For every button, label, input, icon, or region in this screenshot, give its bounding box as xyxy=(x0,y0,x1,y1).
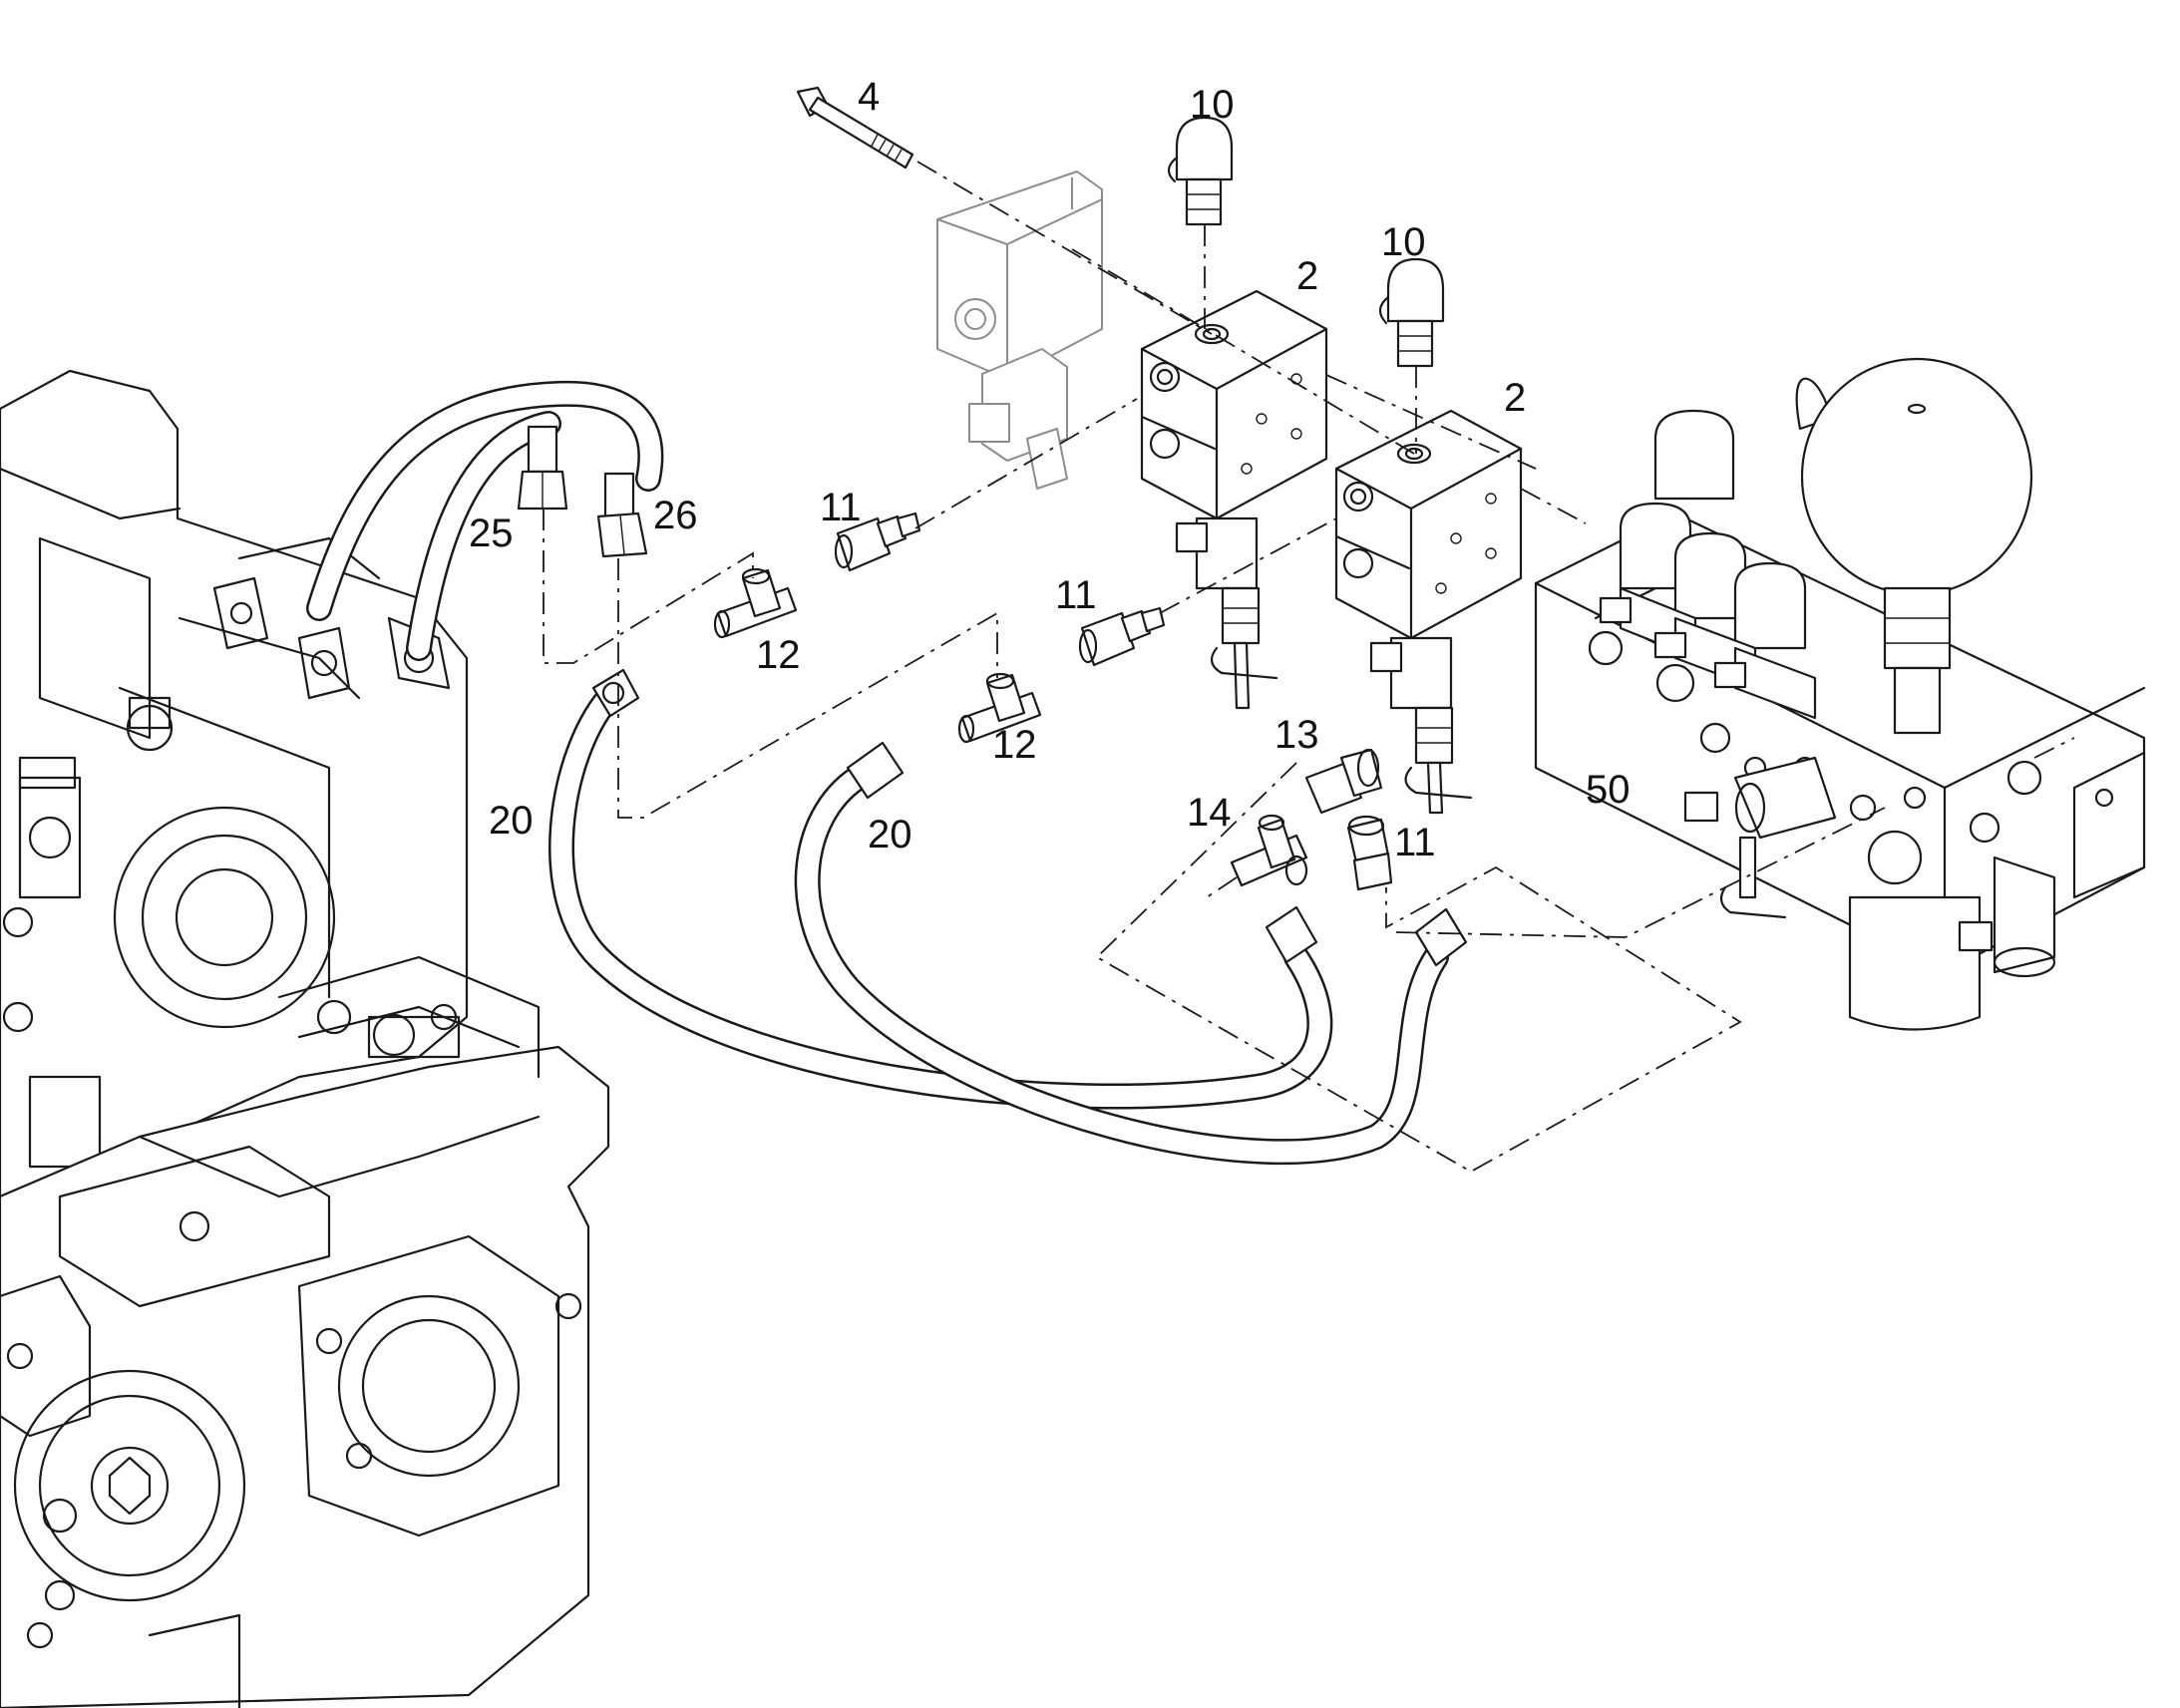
valve-block-2-upper xyxy=(1140,289,1328,710)
callout-labels: 4 10 10 2 2 11 11 11 12 12 13 14 20 20 2… xyxy=(469,75,1631,864)
valve-manifold-50 xyxy=(1534,357,2146,1031)
dashed-leader-lines xyxy=(543,161,1886,1174)
fitting-25 xyxy=(517,425,568,511)
callout-50: 50 xyxy=(1586,768,1631,812)
bolt-4 xyxy=(796,86,914,170)
callout-11-lower: 11 xyxy=(1394,821,1436,864)
callout-2-upper: 2 xyxy=(1296,254,1318,298)
pressure-switch-10-upper xyxy=(1167,116,1234,226)
callout-2-lower: 2 xyxy=(1504,376,1526,420)
callout-12-lower: 12 xyxy=(992,723,1037,767)
callout-4: 4 xyxy=(858,75,880,119)
callout-10-lower: 10 xyxy=(1381,220,1426,264)
valve-block-2-lower xyxy=(1334,409,1523,815)
fitting-26 xyxy=(596,472,648,558)
callout-11-upper: 11 xyxy=(820,486,862,529)
callout-20-right: 20 xyxy=(868,813,912,856)
callout-11-middle: 11 xyxy=(1055,573,1097,617)
callout-14: 14 xyxy=(1187,791,1232,835)
callout-13: 13 xyxy=(1274,713,1319,757)
hose-lines xyxy=(306,380,1468,1166)
ghost-solenoid-valve xyxy=(936,171,1103,490)
callout-10-upper: 10 xyxy=(1190,83,1235,127)
fitting-13 xyxy=(1304,748,1383,815)
fitting-14 xyxy=(1230,814,1308,887)
pressure-switch-10-lower xyxy=(1378,257,1445,368)
hydraulic-pump-assembly xyxy=(0,369,610,1708)
fitting-11-lower xyxy=(1346,815,1393,891)
fitting-12-upper xyxy=(713,567,798,639)
fitting-11-middle xyxy=(1078,606,1166,667)
callout-20-left: 20 xyxy=(489,799,534,843)
callout-25: 25 xyxy=(469,512,514,555)
callout-12-upper: 12 xyxy=(756,633,801,677)
fitting-12-lower xyxy=(957,672,1042,744)
fitting-11-upper xyxy=(834,512,921,572)
callout-26: 26 xyxy=(653,494,698,537)
